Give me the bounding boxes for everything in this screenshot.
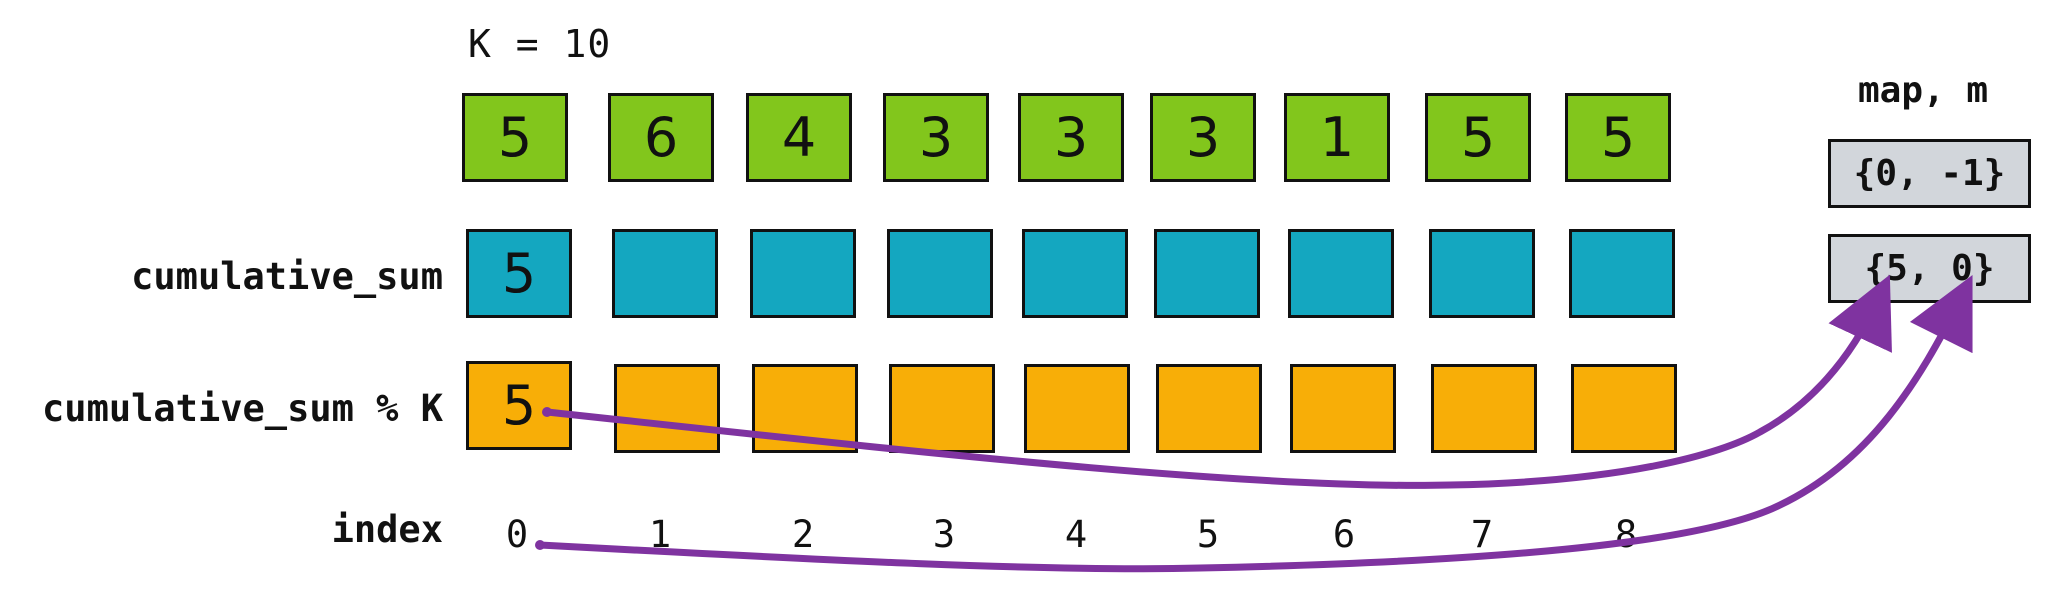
- index-label: index: [331, 508, 443, 551]
- index-value: 4: [1064, 513, 1088, 556]
- mod-k-cell: [1431, 364, 1537, 453]
- cumulative-sum-cell: [1154, 229, 1260, 318]
- index-value: 5: [1196, 513, 1220, 556]
- cumulative-sum-cell: [750, 229, 856, 318]
- index-value: 3: [932, 513, 956, 556]
- mod-k-cell: [1024, 364, 1130, 453]
- input-cell: 4: [746, 93, 852, 182]
- index-value: 0: [505, 513, 529, 556]
- mod-to-map-arrow: [542, 274, 1892, 489]
- arrow-path: [536, 274, 1973, 573]
- mod-k-cell: [1571, 364, 1677, 453]
- k-label: K = 10: [468, 22, 612, 66]
- input-cell: 1: [1284, 93, 1390, 182]
- mod-k-cell: [1156, 364, 1262, 453]
- mod-k-cell: [614, 364, 720, 453]
- map-title: map, m: [1858, 70, 1989, 111]
- mod-k-cell: 5: [466, 361, 572, 450]
- input-cell: 5: [462, 93, 568, 182]
- mod-k-cell: [1290, 364, 1396, 453]
- input-cell: 5: [1425, 93, 1531, 182]
- arrow-path: [543, 274, 1892, 489]
- input-cell: 3: [883, 93, 989, 182]
- index-value: 6: [1332, 513, 1356, 556]
- cumulative-sum-cell: [887, 229, 993, 318]
- cumulative-sum-cell: [1022, 229, 1128, 318]
- input-cell: 3: [1150, 93, 1256, 182]
- cumulative-sum-label: cumulative_sum: [131, 255, 443, 298]
- mod-k-cell: [889, 364, 995, 453]
- cumulative-sum-cell: [1288, 229, 1394, 318]
- cumulative-sum-cell: [1429, 229, 1535, 318]
- input-cell: 5: [1565, 93, 1671, 182]
- index-value: 1: [648, 513, 672, 556]
- mod-k-label: cumulative_sum % K: [42, 387, 443, 430]
- index-value: 2: [791, 513, 815, 556]
- input-cell: 3: [1018, 93, 1124, 182]
- cumulative-sum-cell: [1569, 229, 1675, 318]
- index-value: 7: [1470, 513, 1494, 556]
- index-to-map-arrow: [535, 274, 1973, 573]
- cumulative-sum-cell: 5: [466, 229, 572, 318]
- map-entry: {0, -1}: [1828, 139, 2031, 208]
- input-cell: 6: [608, 93, 714, 182]
- cumulative-sum-cell: [612, 229, 718, 318]
